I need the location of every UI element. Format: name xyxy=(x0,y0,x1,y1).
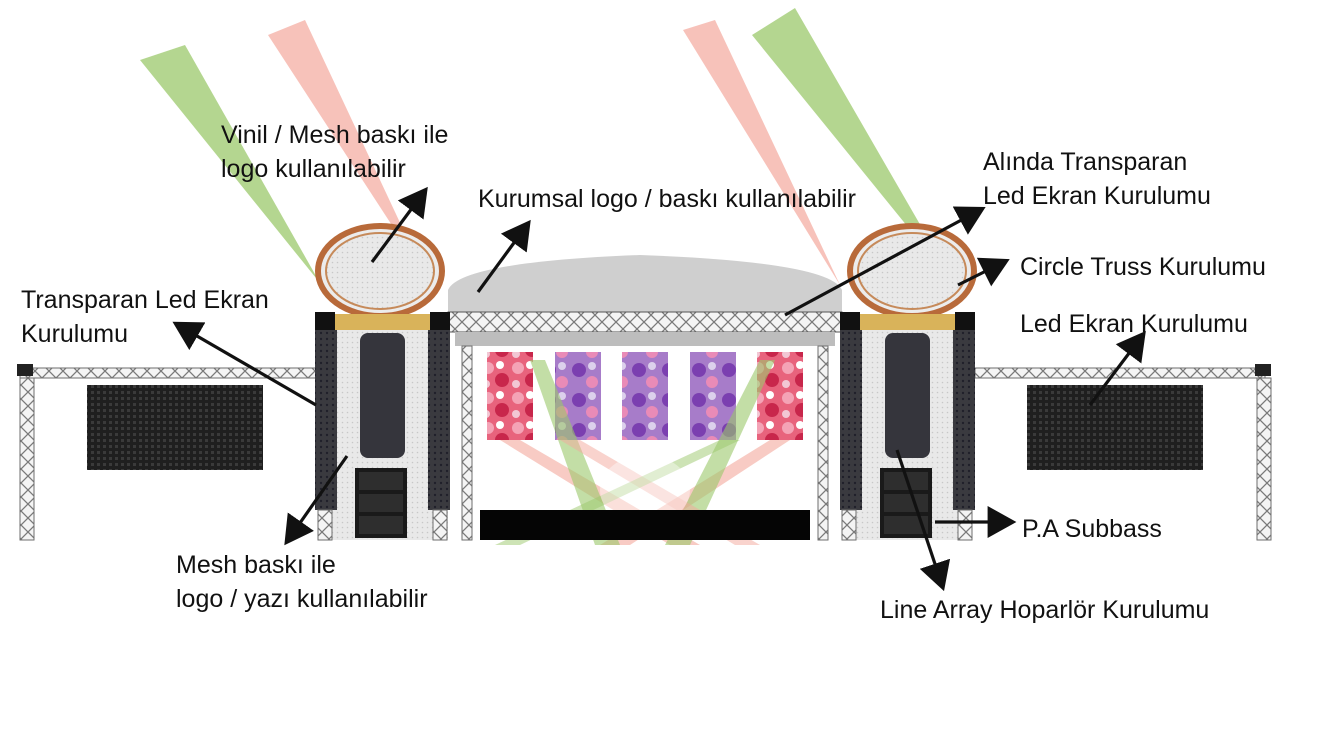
hanging-led-1 xyxy=(487,352,533,440)
label-line-array: Line Array Hoparlör Kurulumu xyxy=(880,596,1210,624)
label-vinil-mesh-line2: logo kullanılabilir xyxy=(221,155,406,183)
label-alinda-transparan-line2: Led Ekran Kurulumu xyxy=(983,182,1211,210)
label-vinil-mesh-line1: Vinil / Mesh baskı ile xyxy=(221,121,449,149)
label-pa-subbass: P.A Subbass xyxy=(1022,515,1162,543)
label-led-ekran: Led Ekran Kurulumu xyxy=(1020,310,1248,338)
label-mesh-baski: Mesh baskı ile logo / yazı kullanılabili… xyxy=(176,548,428,616)
label-mesh-baski-line2: logo / yazı kullanılabilir xyxy=(176,585,428,613)
arrow-line-array xyxy=(895,449,951,592)
arrow-mesh-baski xyxy=(284,455,349,546)
label-transparan-led-line1: Transparan Led Ekran xyxy=(21,286,269,314)
label-circle-truss: Circle Truss Kurulumu xyxy=(1020,253,1266,281)
arrow-kurumsal-logo xyxy=(476,219,531,293)
arrow-alinda-transparan xyxy=(784,206,986,317)
beam-green-left xyxy=(140,45,320,283)
label-alinda-transparan-line1: Alında Transparan xyxy=(983,148,1188,176)
label-transparan-led-line2: Kurulumu xyxy=(21,320,128,348)
label-transparan-led: Transparan Led Ekran Kurulumu xyxy=(21,283,269,351)
left-line-array xyxy=(360,333,405,458)
label-vinil-mesh: Vinil / Mesh baskı ile logo kullanılabil… xyxy=(221,118,448,186)
beam-red-right xyxy=(683,20,840,285)
hanging-led-3 xyxy=(622,352,668,440)
stage-roof xyxy=(448,255,842,315)
label-mesh-baski-line1: Mesh baskı ile xyxy=(176,551,336,579)
arrow-vinil-mesh xyxy=(370,186,428,263)
left-side-truss xyxy=(17,364,321,541)
sky-light-beams xyxy=(140,8,955,285)
right-side-truss xyxy=(974,364,1272,541)
label-kurumsal-logo: Kurumsal logo / baskı kullanılabilir xyxy=(478,185,856,213)
annotation-arrows xyxy=(172,186,1146,592)
left-tower xyxy=(315,223,450,541)
arrow-led-ekran xyxy=(1088,330,1146,406)
beam-green-right xyxy=(752,8,955,285)
right-line-array xyxy=(885,333,930,458)
right-tower xyxy=(840,223,977,541)
arrow-transparan-led xyxy=(172,321,317,407)
right-led-screen xyxy=(1027,385,1203,470)
beam-red-left xyxy=(268,20,425,276)
left-led-screen xyxy=(87,385,263,470)
arrow-circle-truss xyxy=(957,257,1010,287)
center-stage xyxy=(447,311,843,545)
label-alinda-transparan: Alında Transparan Led Ekran Kurulumu xyxy=(983,145,1211,213)
stage-floor xyxy=(480,510,810,540)
